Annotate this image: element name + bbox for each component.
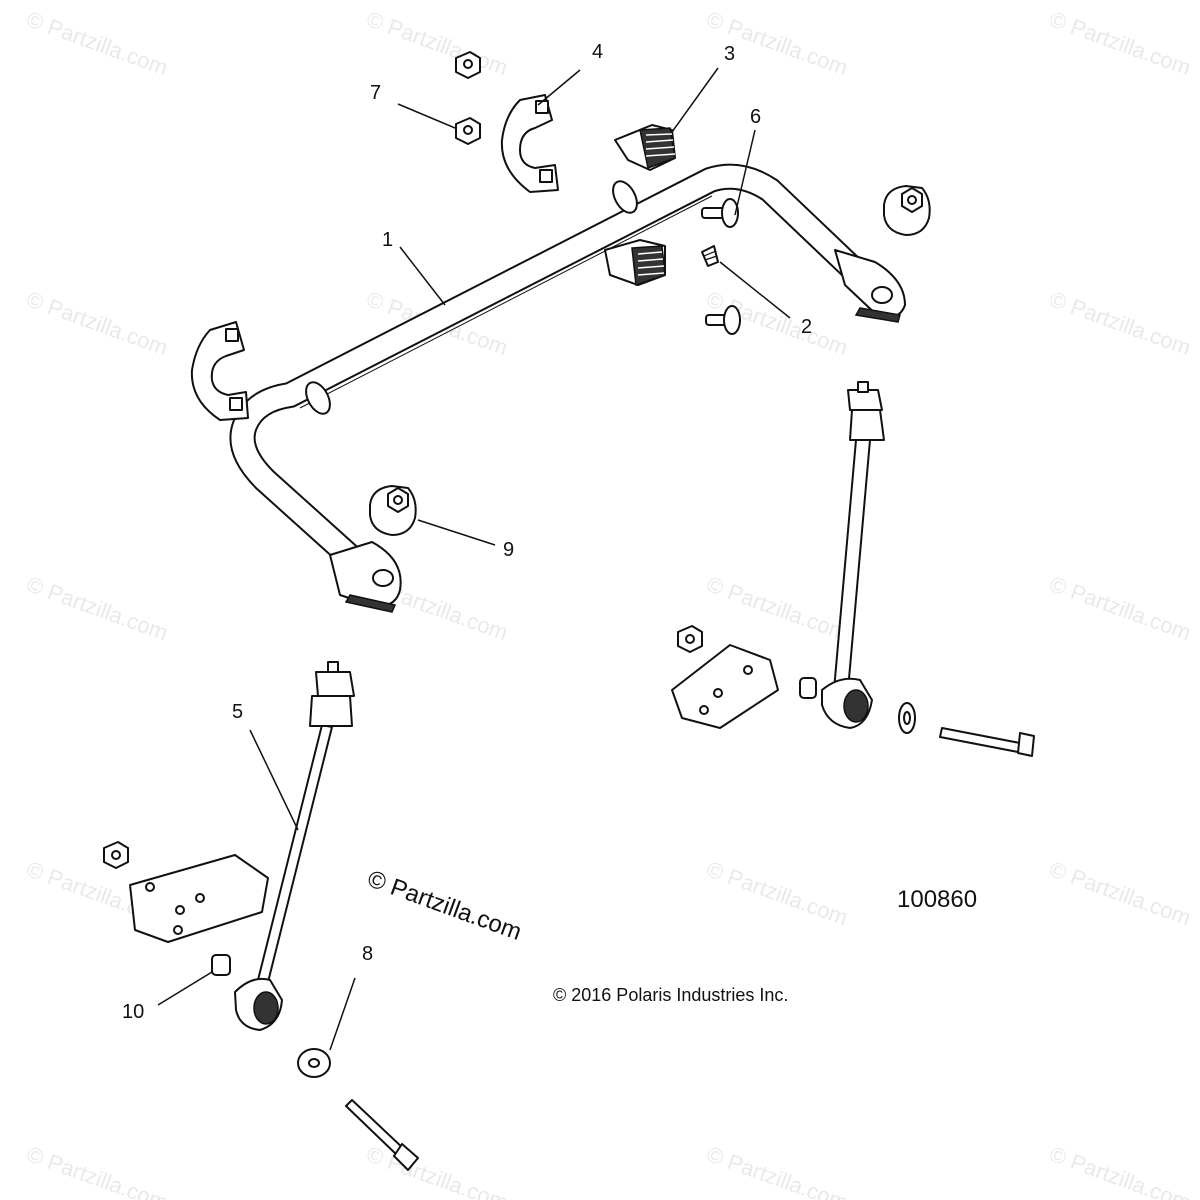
callout-10: 10 (122, 1001, 144, 1023)
callouts: 1 2 3 4 5 6 7 8 9 10 (122, 41, 812, 1023)
watermark: © Partzilla.com (1046, 6, 1194, 80)
carriage-bolt (705, 305, 741, 335)
watermark: © Partzilla.com (23, 1141, 171, 1200)
spacer (211, 954, 231, 976)
copyright-text: © 2016 Polaris Industries Inc. (553, 985, 788, 1005)
watermark: © Partzilla.com (703, 1141, 851, 1200)
bar-bushing (604, 239, 666, 287)
grease-fitting (701, 245, 719, 267)
bar-clamp (190, 321, 249, 421)
watermark: © Partzilla.com (23, 286, 171, 360)
stabilizer-bar (229, 163, 906, 613)
watermark: © Partzilla.com (1046, 571, 1194, 645)
bolt (939, 727, 1035, 757)
figure-number: 100860 (897, 886, 977, 913)
flange-nut (455, 51, 481, 79)
rubber-mount (883, 185, 931, 236)
watermark: © Partzilla.com (1046, 286, 1194, 360)
callout-6: 6 (750, 106, 761, 128)
watermark: © Partzilla.com (23, 6, 171, 80)
callout-1: 1 (382, 229, 393, 251)
stabilizer-link (821, 381, 885, 729)
center-watermark: © Partzilla.com (364, 865, 525, 946)
flange-nut (455, 117, 481, 145)
spacer (799, 677, 817, 699)
callout-9: 9 (503, 539, 514, 561)
watermark: © Partzilla.com (363, 6, 511, 80)
watermark: © Partzilla.com (703, 856, 851, 930)
washer (898, 702, 916, 734)
bar-bushing (614, 124, 676, 171)
callout-3: 3 (724, 43, 735, 65)
watermark: © Partzilla.com (1046, 856, 1194, 930)
callout-4: 4 (592, 41, 603, 63)
flange-nut (103, 841, 129, 869)
watermark-layer: © Partzilla.com © Partzilla.com © Partzi… (23, 6, 1194, 1200)
bar-clamp (500, 94, 559, 193)
watermark: © Partzilla.com (363, 1141, 511, 1200)
rubber-mount (369, 485, 417, 536)
watermark: © Partzilla.com (703, 571, 851, 645)
mounting-bracket (671, 644, 779, 729)
watermark: © Partzilla.com (23, 571, 171, 645)
stabilizer-link (234, 661, 355, 1031)
carriage-bolt (701, 198, 739, 228)
washer (297, 1048, 331, 1078)
callout-7: 7 (370, 82, 381, 104)
callout-2: 2 (801, 316, 812, 338)
mounting-bracket (129, 854, 269, 943)
leader-lines (157, 67, 791, 1051)
flange-nut (677, 625, 703, 653)
watermark: © Partzilla.com (1046, 1141, 1194, 1200)
bolt (345, 1099, 419, 1171)
callout-5: 5 (232, 701, 243, 723)
callout-8: 8 (362, 943, 373, 965)
